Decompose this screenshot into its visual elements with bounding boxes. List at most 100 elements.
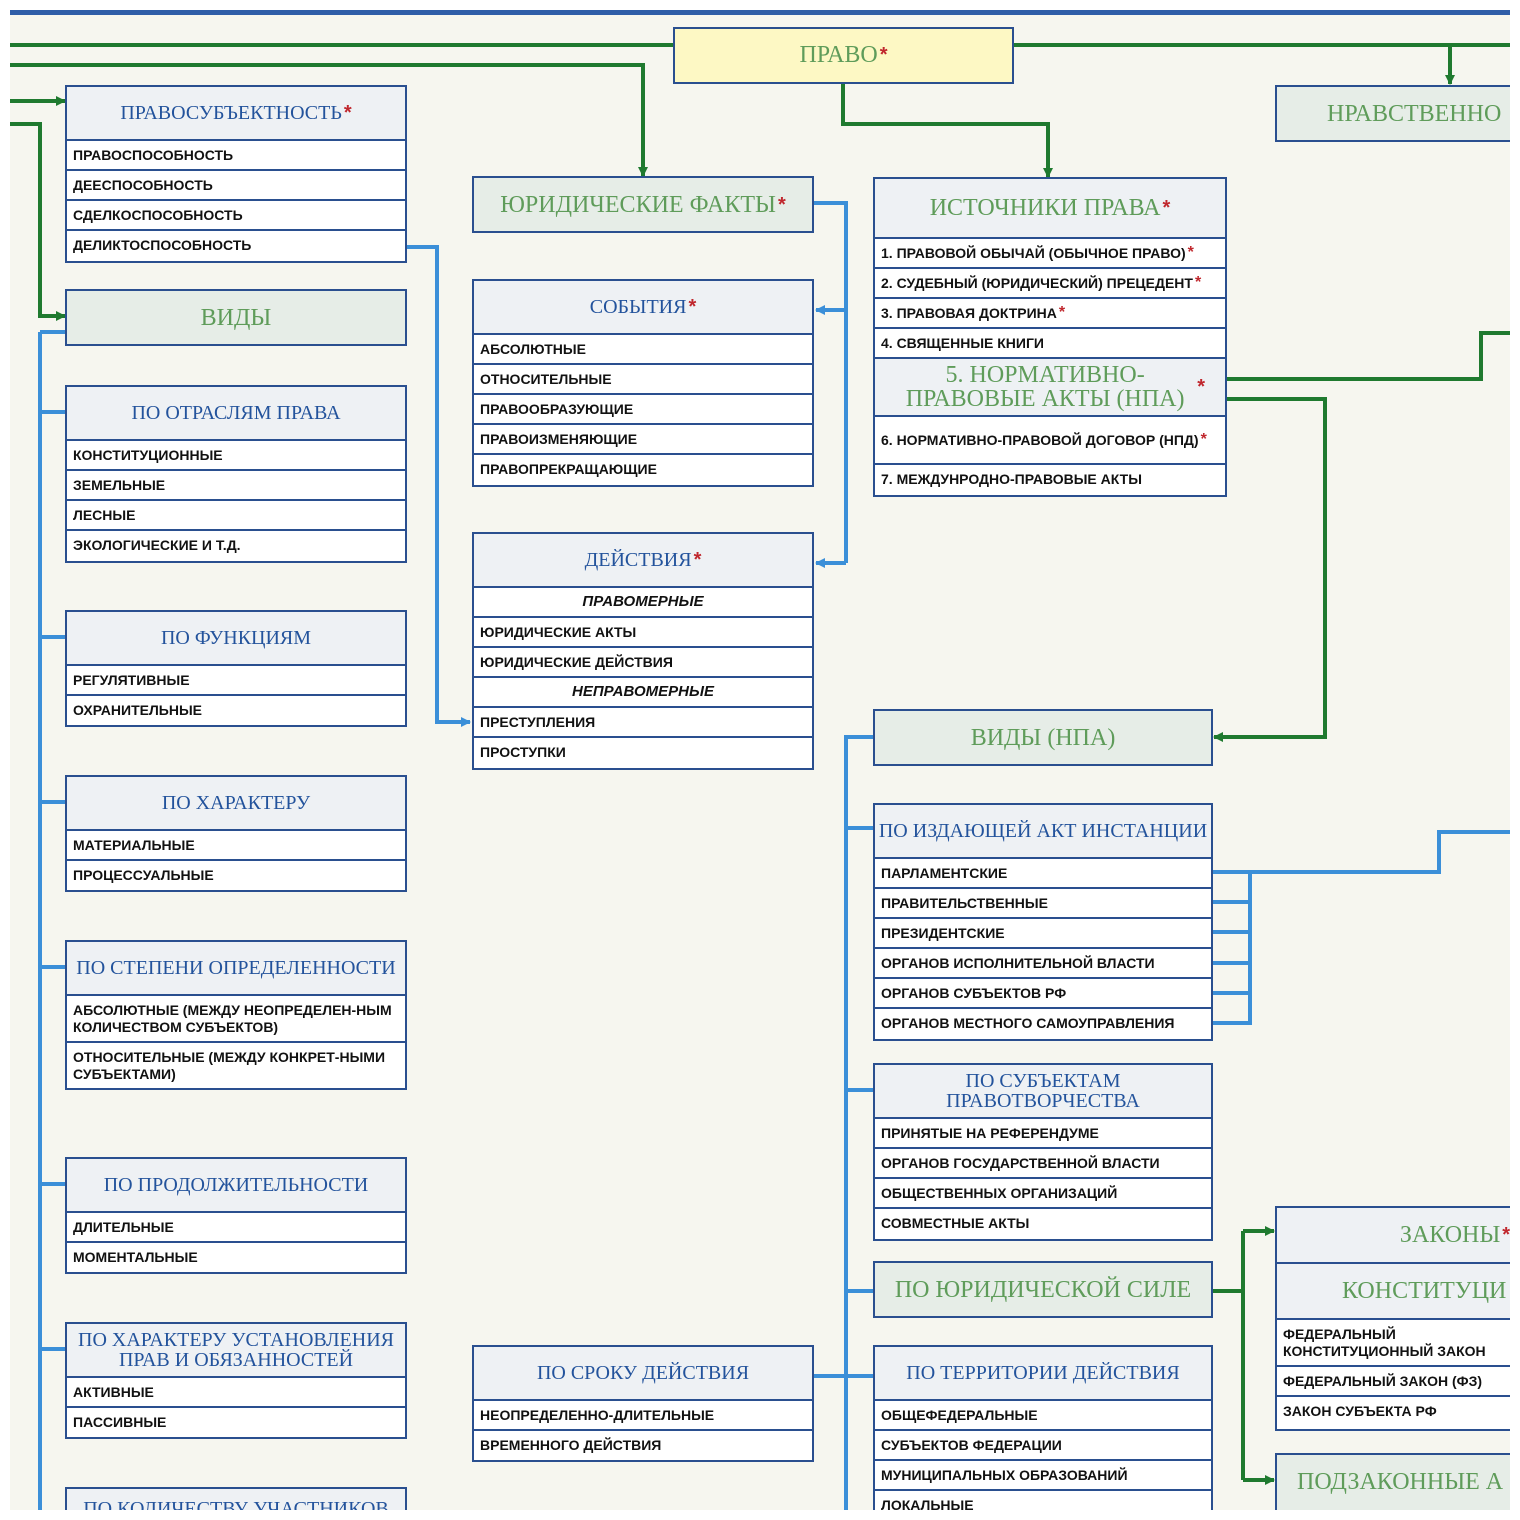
list-item: ОРГАНОВ СУБЪЕКТОВ РФ [875, 977, 1211, 1007]
pravomernye-subheading: ПРАВОМЕРНЫЕ [474, 586, 812, 616]
list-item: МУНИЦИПАЛЬНЫХ ОБРАЗОВАНИЙ [875, 1459, 1211, 1489]
list-item: АБСОЛЮТНЫЕ [474, 333, 812, 363]
list-item: 6. НОРМАТИВНО-ПРАВОВОЙ ДОГОВОР (НПД)* [875, 415, 1225, 463]
list-item: ФЕДЕРАЛЬНЫЙ КОНСТИТУЦИОННЫЙ ЗАКОН [1277, 1318, 1510, 1365]
list-item: ПРАВОПРЕКРАЩАЮЩИЕ [474, 453, 812, 483]
footnote-star: * [688, 296, 697, 318]
vidy-title: ВИДЫ [200, 304, 272, 331]
list-item: ОТНОСИТЕЛЬНЫЕ [474, 363, 812, 393]
list-item: ПРЕЗИДЕНТСКИЕ [875, 917, 1211, 947]
list-item: ОРГАНОВ ГОСУДАРСТВЕННОЙ ВЛАСТИ [875, 1147, 1211, 1177]
zakony-box: ЗАКОНЫ* КОНСТИТУЦИ ФЕДЕРАЛЬНЫЙ КОНСТИТУЦ… [1275, 1206, 1510, 1431]
pravo-title: ПРАВО [799, 42, 878, 68]
po-otraslyam-title: ПО ОТРАСЛЯМ ПРАВА [67, 387, 405, 439]
wire-izdayushchey-right [1250, 830, 1510, 874]
list-item-text: 2. СУДЕБНЫЙ (ЮРИДИЧЕСКИЙ) ПРЕЦЕДЕНТ [881, 274, 1193, 291]
po-harakteru-box: ПО ХАРАКТЕРУ МАТЕРИАЛЬНЫЕ ПРОЦЕССУАЛЬНЫЕ [65, 775, 407, 892]
list-item: НЕОПРЕДЕЛЕННО-ДЛИТЕЛЬНЫЕ [474, 1399, 812, 1429]
list-item: ОРГАНОВ ИСПОЛНИТЕЛЬНОЙ ВЛАСТИ [875, 947, 1211, 977]
list-item: ЛОКАЛЬНЫЕ [875, 1489, 1211, 1510]
list-item: ВРЕМЕННОГО ДЕЙСТВИЯ [474, 1429, 812, 1459]
list-item: АКТИВНЫЕ [67, 1376, 405, 1406]
list-item: ПРАВОСПОСОБНОСТЬ [67, 139, 405, 169]
deystviya-box: ДЕЙСТВИЯ* ПРАВОМЕРНЫЕ ЮРИДИЧЕСКИЕ АКТЫ Ю… [472, 532, 814, 770]
list-item: 3. ПРАВОВАЯ ДОКТРИНА* [875, 297, 1225, 327]
list-item: ПРОЦЕССУАЛЬНЫЕ [67, 859, 405, 889]
list-item: ПРАВОИЗМЕНЯЮЩИЕ [474, 423, 812, 453]
list-item: 1. ПРАВОВОЙ ОБЫЧАЙ (ОБЫЧНОЕ ПРАВО)* [875, 237, 1225, 267]
po-harakteru-title: ПО ХАРАКТЕРУ [67, 777, 405, 829]
wire-yur-fakty-spine [814, 201, 848, 563]
po-ustanovleniyu-box: ПО ХАРАКТЕРУ УСТАНОВЛЕНИЯ ПРАВ И ОБЯЗАНН… [65, 1322, 407, 1439]
po-sroku-title: ПО СРОКУ ДЕЙСТВИЯ [474, 1347, 812, 1399]
list-item: ПАССИВНЫЕ [67, 1406, 405, 1436]
po-yur-sile-box: ПО ЮРИДИЧЕСКОЙ СИЛЕ [873, 1261, 1213, 1318]
po-kolichestvu-box: ПО КОЛИЧЕСТВУ УЧАСТНИКОВ [65, 1487, 407, 1510]
po-stepeni-box: ПО СТЕПЕНИ ОПРЕДЕЛЕННОСТИ АБСОЛЮТНЫЕ (МЕ… [65, 940, 407, 1090]
yur-fakty-header: ЮРИДИЧЕСКИЕ ФАКТЫ* [474, 178, 812, 231]
po-ustanovleniyu-title: ПО ХАРАКТЕРУ УСТАНОВЛЕНИЯ ПРАВ И ОБЯЗАНН… [67, 1324, 405, 1376]
footnote-star: * [693, 549, 702, 571]
po-subektam-title: ПО СУБЪЕКТАМ ПРАВОТВОРЧЕСТВА [875, 1065, 1211, 1117]
footnote-star: * [1502, 1224, 1510, 1246]
wire-to-vidy [10, 122, 66, 321]
list-item-text: 3. ПРАВОВАЯ ДОКТРИНА [881, 304, 1057, 321]
istochniki-box: ИСТОЧНИКИ ПРАВА* 1. ПРАВОВОЙ ОБЫЧАЙ (ОБЫ… [873, 177, 1227, 497]
footnote-star: * [1197, 376, 1205, 398]
npa-subheading: 5. НОРМАТИВНО-ПРАВОВЫЕ АКТЫ (НПА)* [875, 357, 1225, 415]
wire-npa-right [1227, 331, 1510, 381]
po-kolichestvu-title: ПО КОЛИЧЕСТВУ УЧАСТНИКОВ [67, 1489, 405, 1510]
list-item: ФЕДЕРАЛЬНЫЙ ЗАКОН (ФЗ) [1277, 1365, 1510, 1395]
list-item: КОНСТИТУЦИОННЫЕ [67, 439, 405, 469]
wire-to-yur-fakty [10, 63, 648, 177]
po-izdayushchey-title: ПО ИЗДАЮЩЕЙ АКТ ИНСТАНЦИИ [875, 805, 1211, 857]
list-item: ДЕЕСПОСОБНОСТЬ [67, 169, 405, 199]
po-otraslyam-box: ПО ОТРАСЛЯМ ПРАВА КОНСТИТУЦИОННЫЕ ЗЕМЕЛЬ… [65, 385, 407, 563]
list-item: ЭКОЛОГИЧЕСКИЕ И Т.Д. [67, 529, 405, 559]
list-item: ПРАВООБРАЗУЮЩИЕ [474, 393, 812, 423]
po-territorii-title: ПО ТЕРРИТОРИИ ДЕЙСТВИЯ [875, 1347, 1211, 1399]
zakony-header: ЗАКОНЫ* [1277, 1208, 1510, 1262]
list-item: ОТНОСИТЕЛЬНЫЕ (МЕЖДУ КОНКРЕТ-НЫМИ СУБЪЕК… [67, 1041, 405, 1088]
konstituciya-subheading: КОНСТИТУЦИ [1277, 1262, 1510, 1318]
istochniki-title: ИСТОЧНИКИ ПРАВА [929, 195, 1161, 221]
vidy-box: ВИДЫ [65, 289, 407, 346]
list-item: СУБЪЕКТОВ ФЕДЕРАЦИИ [875, 1429, 1211, 1459]
istochniki-header: ИСТОЧНИКИ ПРАВА* [875, 179, 1225, 237]
list-item: РЕГУЛЯТИВНЫЕ [67, 664, 405, 694]
pravosubektnost-title: ПРАВОСУБЪЕКТНОСТЬ [120, 102, 342, 124]
list-item: ПРЕСТУПЛЕНИЯ [474, 706, 812, 736]
nepravomernye-subheading: НЕПРАВОМЕРНЫЕ [474, 676, 812, 706]
footnote-star: * [1200, 430, 1207, 448]
deystviya-title: ДЕЙСТВИЯ [584, 549, 692, 571]
wire-npa-spine [844, 735, 873, 1510]
sobytiya-header: СОБЫТИЯ* [474, 281, 812, 333]
list-item: ЮРИДИЧЕСКИЕ ДЕЙСТВИЯ [474, 646, 812, 676]
nravstvennost-box: НРАВСТВЕННО [1275, 85, 1510, 142]
list-item: ПАРЛАМЕНТСКИЕ [875, 857, 1211, 887]
list-item: ЮРИДИЧЕСКИЕ АКТЫ [474, 616, 812, 646]
po-sroku-box: ПО СРОКУ ДЕЙСТВИЯ НЕОПРЕДЕЛЕННО-ДЛИТЕЛЬН… [472, 1345, 814, 1462]
list-item: ДЕЛИКТОСПОСОБНОСТЬ [67, 229, 405, 259]
list-item: 2. СУДЕБНЫЙ (ЮРИДИЧЕСКИЙ) ПРЕЦЕДЕНТ* [875, 267, 1225, 297]
connector-lines [10, 43, 1510, 1510]
pravosubektnost-box: ПРАВОСУБЪЕКТНОСТЬ* ПРАВОСПОСОБНОСТЬ ДЕЕС… [65, 85, 407, 263]
pravosubektnost-header: ПРАВОСУБЪЕКТНОСТЬ* [67, 87, 405, 139]
po-izdayushchey-box: ПО ИЗДАЮЩЕЙ АКТ ИНСТАНЦИИ ПАРЛАМЕНТСКИЕ … [873, 803, 1213, 1041]
list-item: АБСОЛЮТНЫЕ (МЕЖДУ НЕОПРЕДЕЛЕН-НЫМ КОЛИЧЕ… [67, 994, 405, 1041]
footnote-star: * [1058, 303, 1066, 321]
footnote-star: * [343, 102, 352, 124]
vidy-npa-title: ВИДЫ (НПА) [970, 724, 1116, 751]
list-item: ОБЩЕФЕДЕРАЛЬНЫЕ [875, 1399, 1211, 1429]
list-item: ПРОСТУПКИ [474, 736, 812, 766]
list-item: СОВМЕСТНЫЕ АКТЫ [875, 1207, 1211, 1237]
sobytiya-title: СОБЫТИЯ [589, 296, 687, 318]
podzakonnye-box: ПОДЗАКОННЫЕ А [1275, 1453, 1510, 1510]
po-subektam-box: ПО СУБЪЕКТАМ ПРАВОТВОРЧЕСТВА ПРИНЯТЫЕ НА… [873, 1063, 1213, 1241]
nravstvennost-title: НРАВСТВЕННО [1327, 100, 1502, 127]
vidy-npa-box: ВИДЫ (НПА) [873, 709, 1213, 766]
list-item: ОБЩЕСТВЕННЫХ ОРГАНИЗАЦИЙ [875, 1177, 1211, 1207]
list-item-text: 1. ПРАВОВОЙ ОБЫЧАЙ (ОБЫЧНОЕ ПРАВО) [881, 244, 1186, 261]
po-funkciyam-box: ПО ФУНКЦИЯМ РЕГУЛЯТИВНЫЕ ОХРАНИТЕЛЬНЫЕ [65, 610, 407, 727]
deystviya-header: ДЕЙСТВИЯ* [474, 534, 812, 586]
